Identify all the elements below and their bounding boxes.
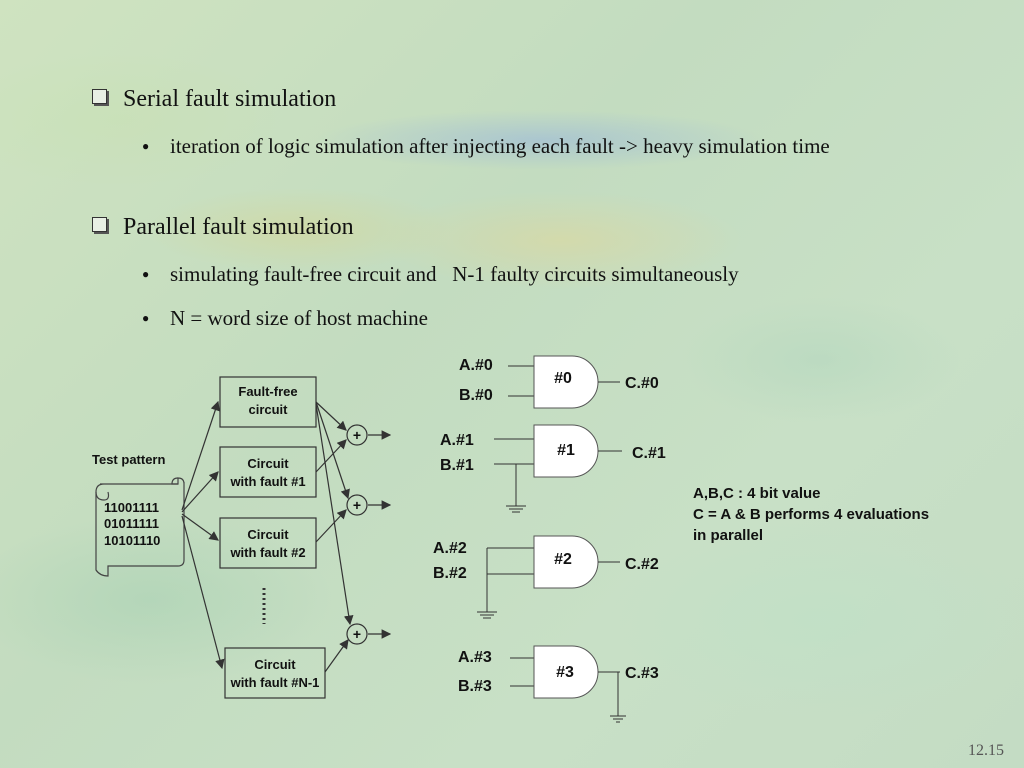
gate-output: C.#3: [625, 665, 659, 682]
pattern-row: 11001111: [104, 500, 159, 515]
gate-input-b: B.#3: [458, 678, 492, 695]
page-number: 12.15: [968, 742, 1004, 759]
sub-bullet-parallel-2: ● N = word size of host machine: [142, 302, 930, 334]
plus-symbol: +: [353, 427, 361, 443]
circuit-label: with fault #N-1: [230, 675, 320, 690]
pattern-row: 10101110: [104, 533, 160, 548]
combiner-node: +: [346, 424, 368, 446]
circuit-fault-n-1: Circuit with fault #N-1: [224, 647, 326, 699]
gate-id: #2: [554, 551, 572, 568]
circuit-label: Fault-free: [238, 384, 297, 399]
sub-bullet-text: N = word size of host machine: [170, 306, 428, 330]
dot-bullet-icon: ●: [142, 267, 150, 281]
bullet-list: Serial fault simulation ● iteration of l…: [0, 0, 1024, 340]
gate-input-b: B.#0: [459, 387, 493, 404]
combiner-node: +: [346, 623, 368, 645]
gate-id: #1: [557, 442, 575, 459]
circuit-fault-2: Circuit with fault #2: [219, 517, 317, 569]
input-arrows: [181, 400, 225, 670]
plus-symbol: +: [353, 626, 361, 642]
gate-id: #0: [554, 370, 572, 387]
circuit-label: circuit: [248, 402, 288, 417]
circuit-label: with fault #2: [229, 545, 305, 560]
pattern-row: 01011111: [104, 516, 159, 531]
checkbox-bullet-icon: [92, 217, 107, 232]
scroll-icon: [95, 477, 185, 577]
gate-output: C.#2: [625, 556, 659, 573]
circuit-label: with fault #1: [229, 474, 305, 489]
and-gate-0: A.#0 B.#0 #0 C.#0: [459, 355, 659, 409]
gate-input-a: A.#0: [459, 357, 493, 374]
gate-input-a: A.#1: [440, 432, 474, 449]
circuit-label: Circuit: [247, 527, 289, 542]
combiner-node: +: [346, 494, 368, 516]
sub-bullet-text: simulating fault-free circuit and N-1 fa…: [170, 262, 739, 286]
sub-bullet-text: iteration of logic simulation after inje…: [170, 134, 830, 158]
sub-bullet-parallel-1: ● simulating fault-free circuit and N-1 …: [142, 258, 930, 290]
bullet-serial: Serial fault simulation: [92, 86, 336, 113]
circuit-label: Circuit: [247, 456, 289, 471]
ground-icon: [610, 715, 626, 723]
gate-output: C.#0: [625, 375, 659, 392]
note-line: A,B,C : 4 bit value: [693, 485, 821, 502]
gate-input-b: B.#2: [433, 565, 467, 582]
dot-bullet-icon: ●: [142, 311, 150, 325]
note-line: in parallel: [693, 527, 763, 544]
circuit-label: Circuit: [254, 657, 296, 672]
and-gate-1: A.#1 B.#1 #1 C.#1: [440, 424, 666, 513]
bullet-serial-title: Serial fault simulation: [123, 86, 337, 112]
bit-value-note: A,B,C : 4 bit value C = A & B performs 4…: [693, 485, 929, 544]
bullet-parallel-title: Parallel fault simulation: [123, 214, 354, 240]
gate-output: C.#1: [632, 445, 666, 462]
checkbox-bullet-icon: [92, 89, 107, 104]
test-pattern-label: Test pattern: [92, 452, 165, 467]
dot-bullet-icon: ●: [142, 139, 150, 153]
gate-input-b: B.#1: [440, 457, 474, 474]
gate-input-a: A.#3: [458, 649, 492, 666]
and-gate-2: A.#2 B.#2 #2 C.#2: [433, 535, 659, 619]
circuit-fault-free: Fault-free circuit: [219, 376, 317, 428]
ground-icon: [506, 505, 526, 513]
gate-input-a: A.#2: [433, 540, 467, 557]
ground-icon: [477, 611, 497, 619]
plus-symbol: +: [353, 497, 361, 513]
combine-arrows: [315, 401, 392, 673]
sub-bullet-serial-1: ● iteration of logic simulation after in…: [142, 130, 930, 162]
note-line: C = A & B performs 4 evaluations: [693, 506, 929, 523]
circuit-fault-1: Circuit with fault #1: [219, 446, 317, 498]
gate-id: #3: [556, 664, 574, 681]
and-gate-3: A.#3 B.#3 #3 C.#3: [458, 645, 659, 723]
bullet-parallel: Parallel fault simulation: [92, 214, 354, 241]
